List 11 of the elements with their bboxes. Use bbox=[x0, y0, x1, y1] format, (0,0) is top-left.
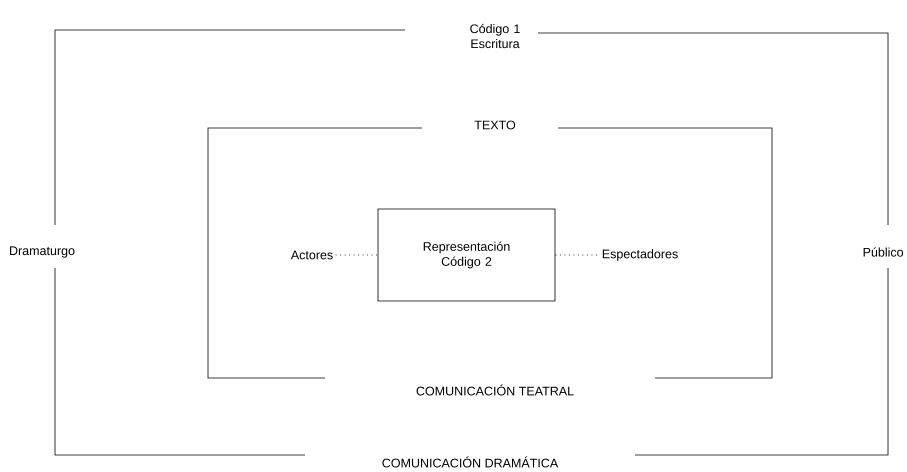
frame-caption: COMUNICACIÓN TEATRAL bbox=[416, 384, 574, 396]
text-label: Espectadores bbox=[602, 249, 678, 261]
dotted-line bbox=[555, 254, 600, 256]
frame-caption: COMUNICACIÓN DRAMÁTICA bbox=[382, 456, 558, 468]
side-label: Dramaturgo bbox=[10, 246, 74, 258]
side-label: Público bbox=[864, 247, 904, 257]
dotted-line bbox=[335, 254, 378, 256]
frame-heading: Código 1 Escritura bbox=[470, 24, 520, 48]
process-box: Representación Código 2 bbox=[378, 208, 556, 302]
text-label: Actores bbox=[290, 250, 333, 260]
frame-heading: TEXTO bbox=[474, 120, 516, 130]
